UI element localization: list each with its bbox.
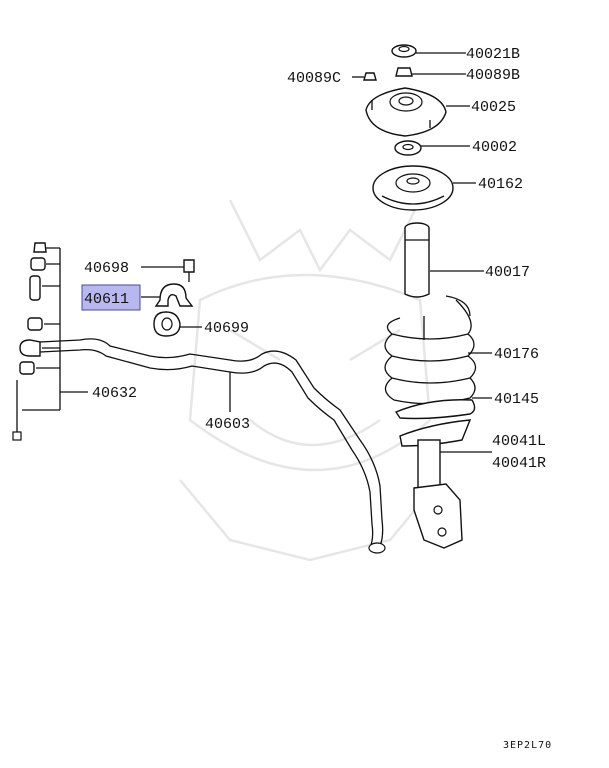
label-40089C[interactable]: 40089C [287,70,341,87]
leader-lines [141,52,492,453]
part-40632-drawing [12,242,88,441]
label-40041L[interactable]: 40041L [492,433,546,450]
label-40698[interactable]: 40698 [84,260,129,277]
label-40632[interactable]: 40632 [92,385,137,402]
part-40162-drawing [372,165,454,211]
part-40611-drawing [154,283,194,307]
part-40041-strut-drawing [399,419,472,549]
watermark-logo [179,199,441,562]
label-40699[interactable]: 40699 [204,320,249,337]
part-40025-drawing [365,87,447,137]
label-40025[interactable]: 40025 [471,99,516,116]
label-40162[interactable]: 40162 [478,176,523,193]
part-40089B-drawing [395,67,413,77]
part-40698-drawing [183,259,195,282]
label-40002[interactable]: 40002 [472,139,517,156]
part-40176-drawing [384,295,477,405]
part-40089C-drawing [363,72,377,81]
label-40021B[interactable]: 40021B [466,46,520,63]
label-40089B[interactable]: 40089B [466,67,520,84]
figure-code: 3EP2L70 [503,740,552,751]
label-40041R[interactable]: 40041R [492,455,546,472]
highlight-box-40611 [81,284,141,311]
label-40145[interactable]: 40145 [494,391,539,408]
part-40002-drawing [394,140,422,156]
part-40145-drawing [394,399,476,420]
label-40603[interactable]: 40603 [205,416,250,433]
part-40603-drawing [39,338,386,554]
label-40611[interactable]: 40611 [84,291,129,308]
label-40176[interactable]: 40176 [494,346,539,363]
part-40699-drawing [153,311,181,337]
part-40017-drawing [404,222,430,298]
part-40021B-drawing [391,44,417,58]
label-40017[interactable]: 40017 [485,264,530,281]
